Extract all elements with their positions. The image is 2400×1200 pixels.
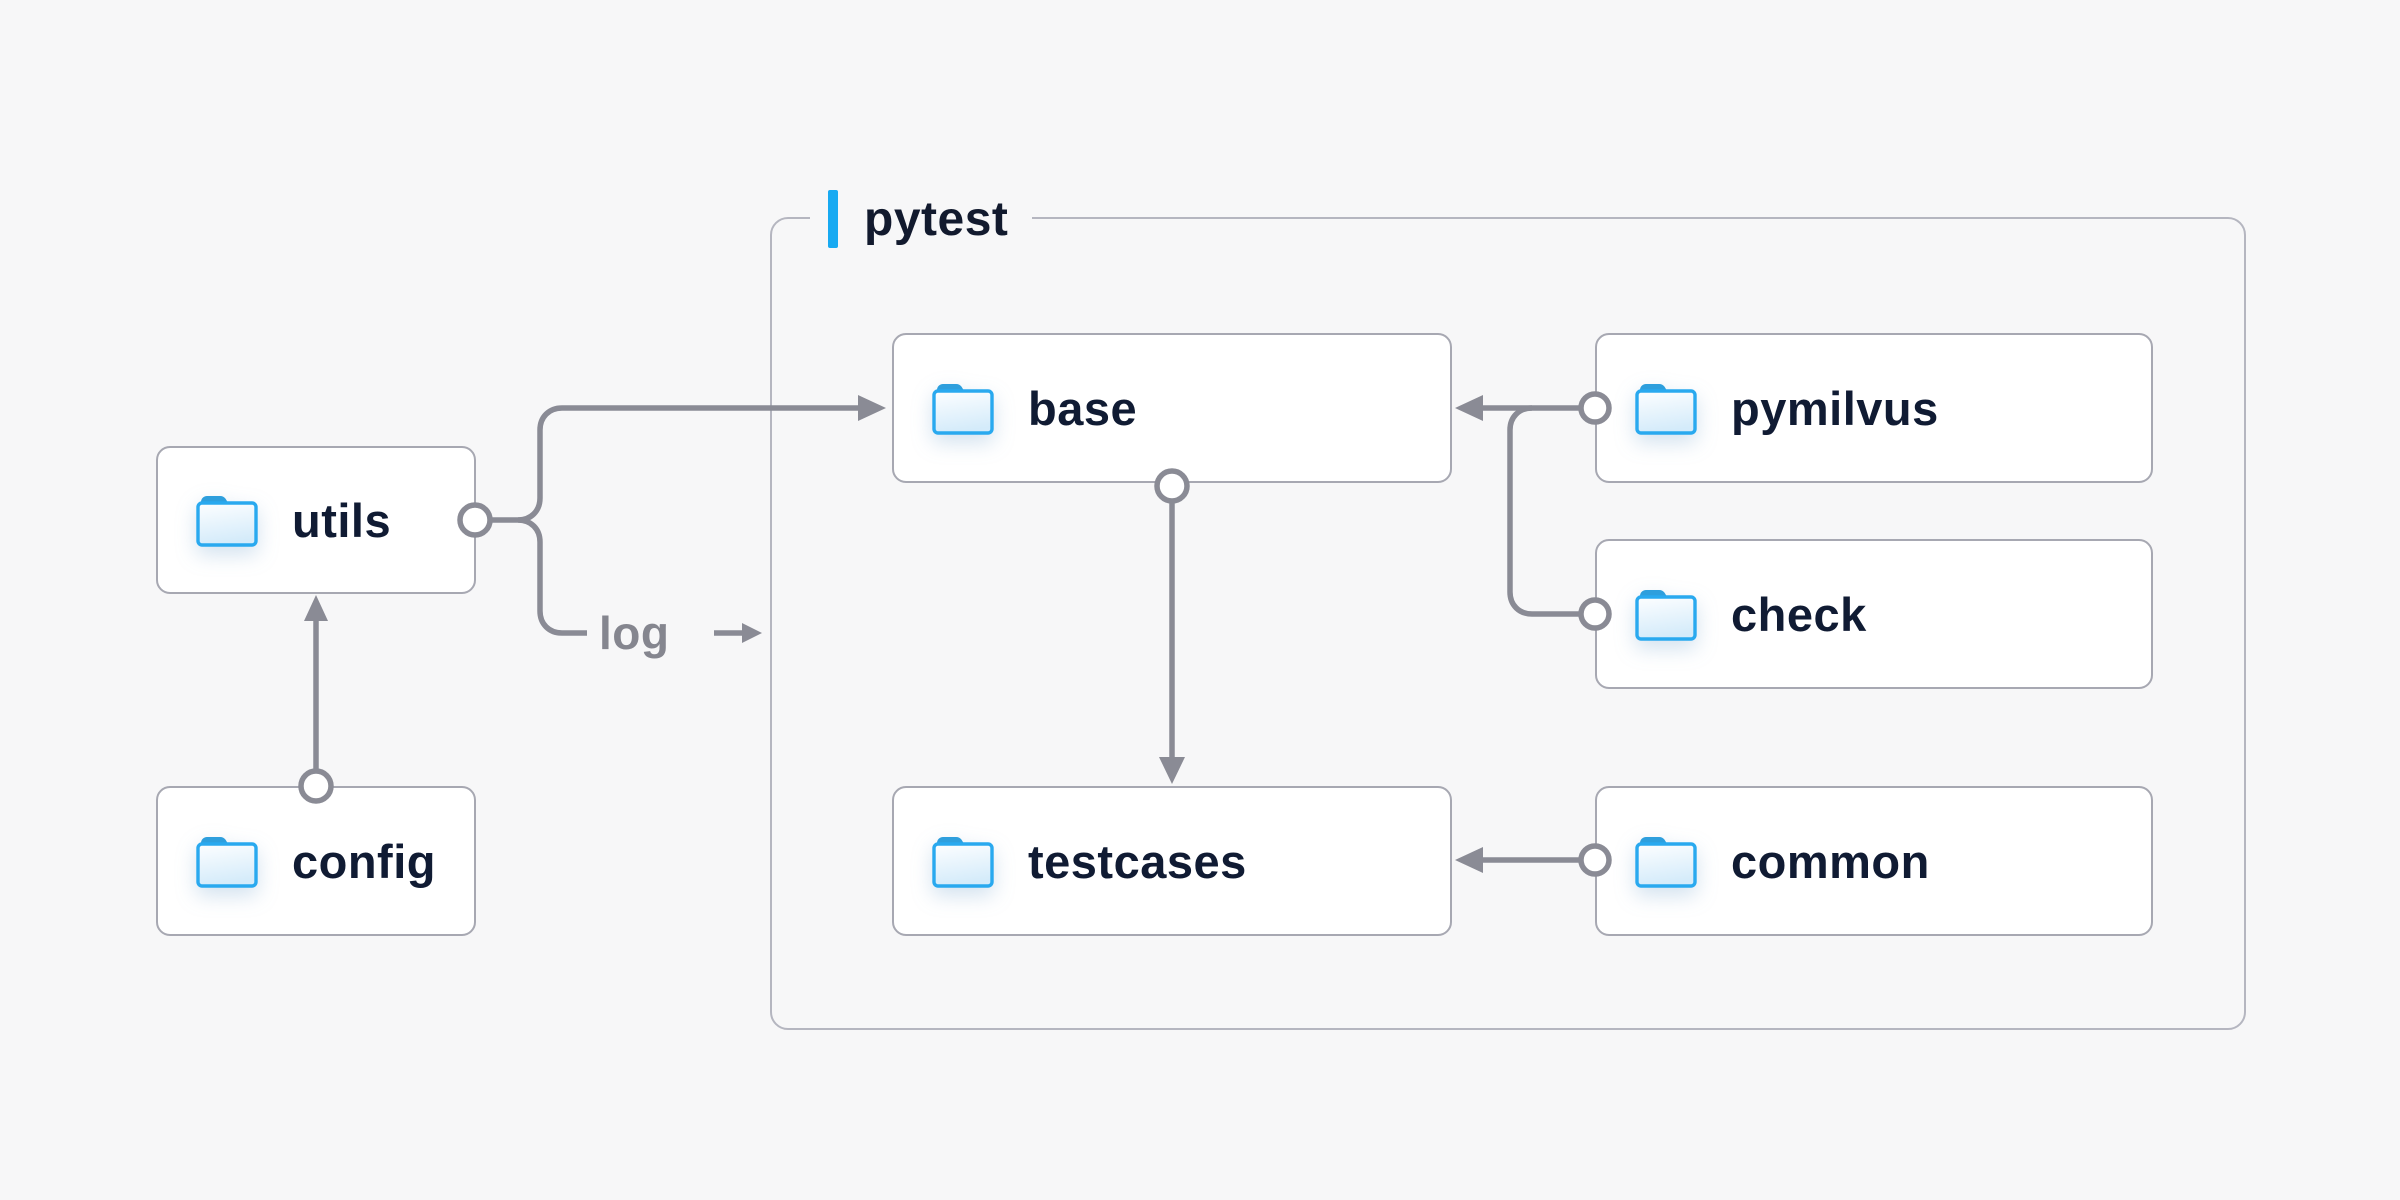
folder-icon	[196, 495, 258, 547]
folder-icon	[196, 836, 258, 888]
node-label: config	[292, 834, 436, 888]
folder-icon	[932, 836, 994, 888]
node-base: base	[892, 333, 1452, 483]
node-label: pymilvus	[1731, 381, 1939, 435]
node-common: common	[1595, 786, 2153, 936]
folder-icon	[1635, 836, 1697, 888]
pytest-group-label: pytest	[810, 188, 1033, 250]
accent-bar-icon	[828, 190, 838, 248]
folder-icon	[932, 383, 994, 435]
node-utils: utils	[156, 446, 476, 594]
folder-icon	[1635, 383, 1697, 435]
node-label: utils	[292, 493, 392, 547]
node-label: testcases	[1028, 834, 1247, 888]
node-pymilvus: pymilvus	[1595, 333, 2153, 483]
edge-label-log: log	[599, 607, 670, 659]
node-check: check	[1595, 539, 2153, 689]
folder-icon	[1635, 589, 1697, 641]
pytest-group-container: pytest	[770, 188, 2246, 1030]
node-label: check	[1731, 587, 1867, 641]
node-label: common	[1731, 834, 1930, 888]
node-testcases: testcases	[892, 786, 1452, 936]
node-config: config	[156, 786, 476, 936]
node-label: base	[1028, 381, 1138, 435]
pytest-group-title: pytest	[864, 192, 1009, 246]
edge-config-utils	[304, 595, 328, 772]
